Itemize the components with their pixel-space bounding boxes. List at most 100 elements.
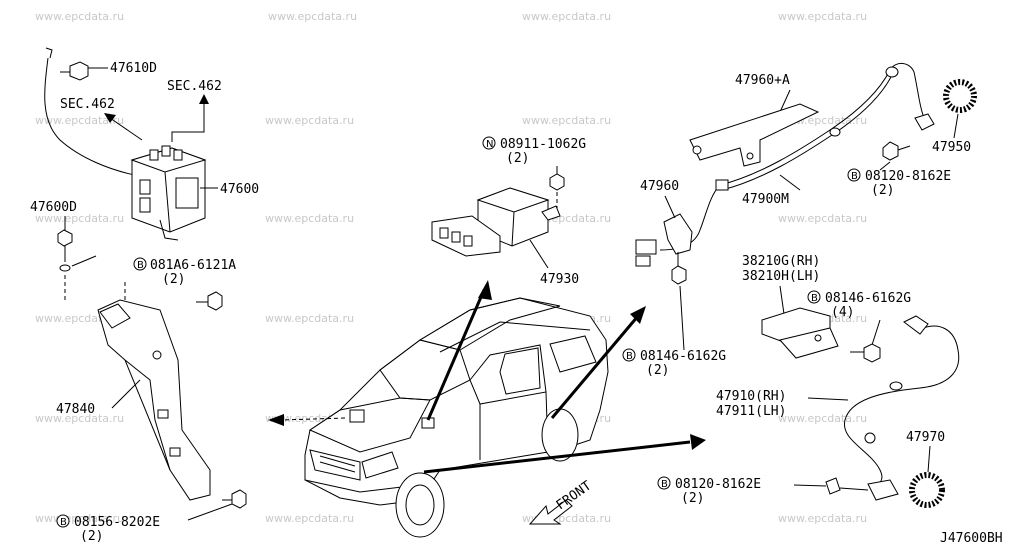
part-label-47600d[interactable]: 47600D bbox=[30, 200, 77, 215]
watermark: www.epcdata.ru bbox=[35, 10, 124, 23]
vehicle-body bbox=[304, 297, 609, 506]
abs-actuator-group: 47610D SEC.462 SEC.462 47600 47600D bbox=[30, 47, 259, 544]
part-qty-08146-upper: (4) bbox=[831, 305, 854, 320]
marker-b: B bbox=[851, 171, 858, 182]
sensor-harness-47900m bbox=[719, 63, 926, 186]
watermark: www.epcdata.ru bbox=[35, 212, 124, 225]
leader-08146-upper bbox=[871, 319, 881, 346]
watermark: www.epcdata.ru bbox=[35, 412, 124, 425]
leader-08120-upper bbox=[879, 161, 891, 171]
bolt-081a6 bbox=[196, 291, 223, 311]
part-label-47900m[interactable]: 47900M bbox=[742, 192, 789, 207]
part-label-47950[interactable]: 47950 bbox=[932, 140, 971, 155]
part-qty-081a6: (2) bbox=[162, 272, 185, 287]
part-qty-08911: (2) bbox=[506, 151, 529, 166]
sensor-rotor-47950 bbox=[943, 79, 977, 113]
part-label-47910[interactable]: 47910(RH) bbox=[716, 389, 786, 404]
callout-to-rear-sensor bbox=[550, 315, 640, 419]
leader-08156 bbox=[187, 503, 233, 521]
callout-to-front-sensor bbox=[423, 440, 691, 474]
rear-sensor-group: 47960+A 47900M 47960 bbox=[635, 63, 977, 351]
brake-pipe bbox=[44, 57, 136, 176]
diagram-code: J47600BH bbox=[940, 531, 1003, 546]
bolt-47610d bbox=[60, 61, 89, 81]
g-sensor-group: 38210G(RH) 38210H(LH) B 08146-6162G (4) … bbox=[622, 254, 911, 378]
arrow-up-icon bbox=[199, 94, 209, 104]
harness-connector bbox=[715, 179, 729, 191]
leader-47960 bbox=[664, 195, 676, 219]
bracket-47960 bbox=[635, 213, 693, 267]
bracket-47840 bbox=[97, 299, 211, 501]
nut-marker-icon bbox=[482, 136, 496, 150]
part-label-081a6[interactable]: 081A6-6121A bbox=[150, 258, 236, 273]
watermark: www.epcdata.ru bbox=[268, 10, 357, 23]
sec-label-right[interactable]: SEC.462 bbox=[167, 79, 222, 94]
vehicle-rear-wheel bbox=[541, 408, 579, 462]
vehicle-window-rear bbox=[499, 347, 541, 395]
part-qty-08120-lower: (2) bbox=[681, 491, 704, 506]
sec-leader-left bbox=[109, 117, 143, 141]
callout-arrows bbox=[268, 280, 706, 474]
leader-08146-lower bbox=[679, 285, 685, 351]
marker-b: B bbox=[626, 351, 633, 362]
part-label-47840[interactable]: 47840 bbox=[56, 402, 95, 417]
part-label-08156[interactable]: 08156-8202E bbox=[74, 515, 160, 530]
wheel-sensor-front bbox=[825, 477, 899, 501]
part-label-08146-lower[interactable]: 08146-6162G bbox=[640, 349, 726, 364]
grille-bar bbox=[319, 461, 356, 473]
part-label-38210g[interactable]: 38210G(RH) bbox=[742, 254, 820, 269]
part-label-47930[interactable]: 47930 bbox=[540, 272, 579, 287]
harness-connector bbox=[903, 315, 929, 335]
bolt-08146-upper bbox=[850, 343, 881, 363]
part-label-47911[interactable]: 47911(LH) bbox=[716, 404, 786, 419]
vehicle-front-wheel bbox=[395, 472, 445, 538]
callout-to-control-unit bbox=[426, 289, 486, 421]
control-unit-47930 bbox=[431, 187, 561, 257]
harness-grommet bbox=[864, 432, 876, 444]
bolt-08146-lower bbox=[671, 252, 687, 285]
leader-47970 bbox=[927, 445, 931, 473]
harness-clip bbox=[889, 381, 903, 391]
part-label-47970[interactable]: 47970 bbox=[906, 430, 945, 445]
sensor-harness-47910 bbox=[844, 325, 960, 489]
leader-47930 bbox=[529, 239, 549, 269]
nut-08911 bbox=[549, 173, 565, 191]
watermark: www.epcdata.ru bbox=[265, 312, 354, 325]
leader-47900m bbox=[779, 174, 801, 191]
bolt-08120-upper bbox=[882, 141, 911, 161]
leader-47950 bbox=[953, 113, 959, 139]
part-label-47600[interactable]: 47600 bbox=[220, 182, 259, 197]
watermark: www.epcdata.ru bbox=[265, 212, 354, 225]
wheel-sensor-head bbox=[914, 113, 935, 131]
actuator-location bbox=[349, 409, 365, 423]
leader-47910 bbox=[807, 397, 849, 401]
bolt-marker-icon bbox=[657, 476, 671, 490]
bolt-marker-icon bbox=[133, 257, 147, 271]
bolt-marker-icon bbox=[56, 514, 70, 528]
part-label-38210h[interactable]: 38210H(LH) bbox=[742, 269, 820, 284]
bracket-47960a bbox=[689, 103, 820, 167]
sec-label-left[interactable]: SEC.462 bbox=[60, 97, 115, 112]
marker-b: B bbox=[661, 479, 668, 490]
vehicle-window-quarter bbox=[549, 335, 597, 373]
part-label-08120-lower[interactable]: 08120-8162E bbox=[675, 477, 761, 492]
part-label-08146-upper[interactable]: 08146-6162G bbox=[825, 291, 911, 306]
part-label-47610d[interactable]: 47610D bbox=[110, 61, 157, 76]
part-qty-08146-lower: (2) bbox=[646, 363, 669, 378]
part-qty-08120-upper: (2) bbox=[871, 183, 894, 198]
abs-actuator-47600 bbox=[130, 145, 207, 241]
grille-bar bbox=[319, 455, 356, 467]
part-label-08911[interactable]: 08911-1062G bbox=[500, 137, 586, 152]
arrow-left-icon bbox=[268, 414, 284, 426]
sensor-rotor-47970 bbox=[909, 472, 945, 508]
watermark: www.epcdata.ru bbox=[522, 114, 611, 127]
part-label-08120-upper[interactable]: 08120-8162E bbox=[865, 169, 951, 184]
part-label-47960[interactable]: 47960 bbox=[640, 179, 679, 194]
part-qty-08156: (2) bbox=[80, 529, 103, 544]
arrow-right-icon bbox=[690, 434, 706, 450]
watermark: www.epcdata.ru bbox=[778, 10, 867, 23]
bolt-marker-icon bbox=[847, 168, 861, 182]
vehicle-window-front bbox=[469, 344, 547, 405]
part-label-47960a[interactable]: 47960+A bbox=[735, 73, 790, 88]
